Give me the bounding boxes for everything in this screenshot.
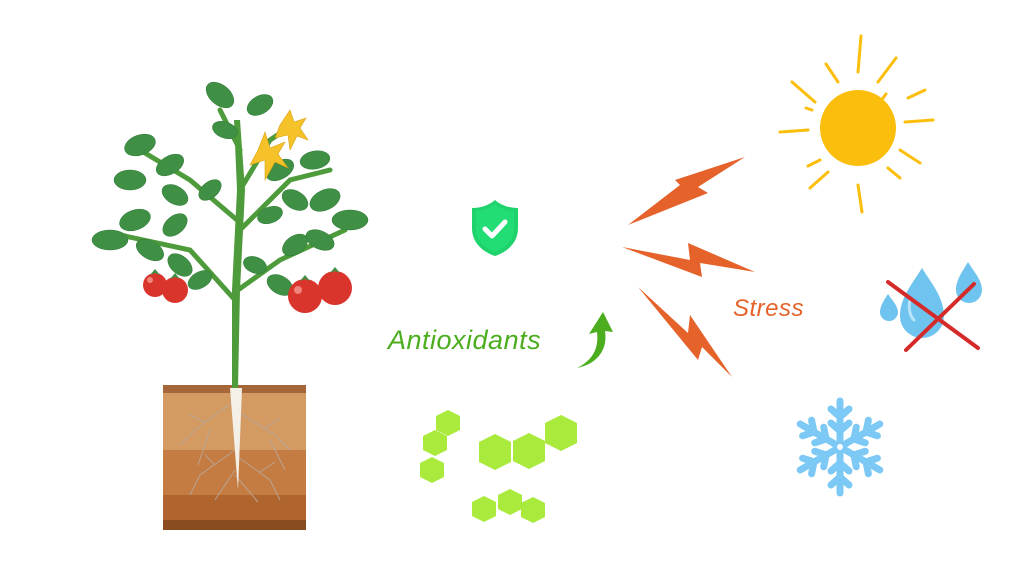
stress-label: Stress: [733, 295, 805, 322]
lightning-bolt-1: [628, 157, 745, 225]
lightning-bolt-2: [622, 243, 755, 277]
snowflake-icon: [795, 395, 885, 500]
sun-icon: [770, 30, 950, 220]
stress-lightning-bolts: [620, 155, 760, 380]
antioxidants-label: Antioxidants: [388, 325, 542, 355]
antioxidant-molecules: [410, 400, 590, 530]
shield-check-icon: [470, 198, 520, 258]
drought-water-crossed-icon: [870, 260, 990, 360]
increase-arrow-icon: [575, 310, 615, 370]
lightning-bolt-3: [638, 287, 732, 377]
tomatoes: [143, 267, 352, 313]
tomato-plant-illustration: [80, 70, 390, 535]
